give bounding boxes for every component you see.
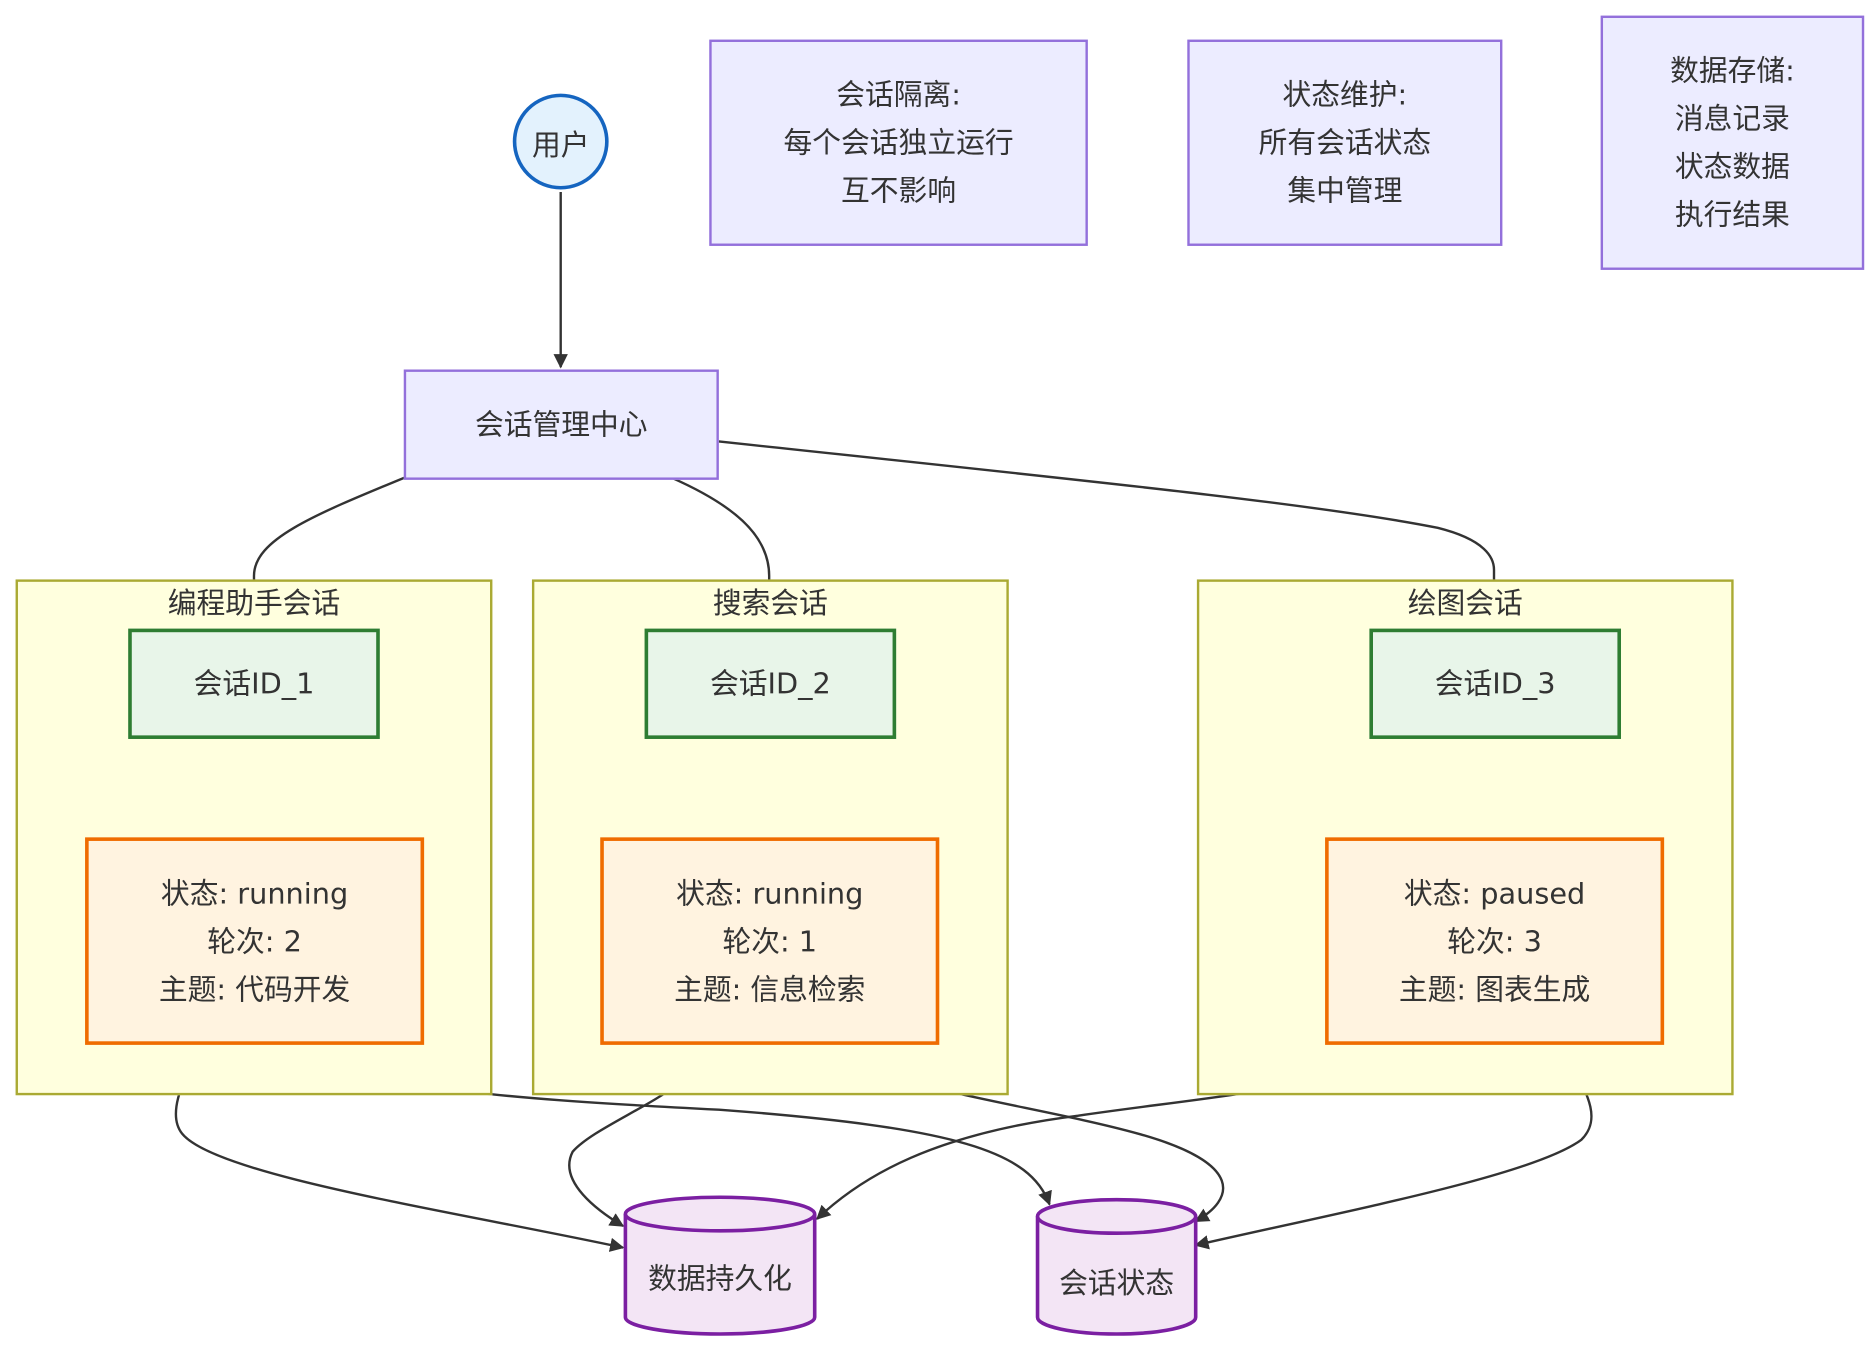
note-line: 执行结果 <box>1674 197 1790 232</box>
note-line: 状态数据 <box>1674 149 1790 184</box>
session-management-hub: 会话管理中心 <box>403 369 719 480</box>
note-session-isolation: 会话隔离: 每个会话独立运行 互不影响 <box>709 39 1088 246</box>
hub-label: 会话管理中心 <box>475 407 648 442</box>
state-line: 状态: paused <box>1403 876 1586 910</box>
session-id-node: 会话ID_3 <box>1369 628 1622 739</box>
database-persistence: 数据持久化 <box>623 1192 817 1338</box>
state-line: 状态: running <box>160 876 349 910</box>
session-state-node: 状态: paused 轮次: 3 主题: 图表生成 <box>1325 837 1665 1045</box>
session-id-label: 会话ID_2 <box>709 666 831 701</box>
edge-hub-session2 <box>670 476 777 628</box>
database-label: 数据持久化 <box>648 1262 792 1296</box>
round-line: 轮次: 3 <box>1447 924 1542 958</box>
note-line: 集中管理 <box>1287 173 1403 208</box>
cluster-title: 绘图会话 <box>1407 586 1523 621</box>
cylinder-icon <box>1035 1197 1198 1336</box>
cylinder-icon <box>623 1195 817 1336</box>
user-node: 用户 <box>512 93 609 190</box>
topic-line: 主题: 图表生成 <box>1398 972 1591 1006</box>
note-line: 所有会话状态 <box>1258 125 1432 160</box>
note-state-maintenance: 状态维护: 所有会话状态 集中管理 <box>1187 39 1503 246</box>
note-line: 消息记录 <box>1674 101 1790 136</box>
note-data-storage: 数据存储: 消息记录 状态数据 执行结果 <box>1600 15 1865 270</box>
user-label: 用户 <box>531 127 590 162</box>
edge-hub-session3 <box>718 440 1502 628</box>
note-line: 状态维护: <box>1282 77 1408 112</box>
session-id-node: 会话ID_2 <box>644 628 897 739</box>
session-id-node: 会话ID_1 <box>128 628 380 739</box>
session-state-node: 状态: running 轮次: 2 主题: 代码开发 <box>85 837 425 1045</box>
note-line: 每个会话独立运行 <box>783 125 1014 160</box>
round-line: 轮次: 2 <box>207 924 302 958</box>
note-line: 数据存储: <box>1670 53 1795 88</box>
edge-hub-session1 <box>246 476 406 628</box>
database-session-state: 会话状态 <box>1035 1195 1198 1339</box>
state-line: 状态: running <box>676 876 864 910</box>
topic-line: 主题: 代码开发 <box>158 972 351 1006</box>
database-label: 会话状态 <box>1059 1266 1175 1301</box>
round-line: 轮次: 1 <box>722 924 818 958</box>
session-state-node: 状态: running 轮次: 1 主题: 信息检索 <box>600 837 940 1045</box>
cluster-title: 搜索会话 <box>712 586 828 621</box>
topic-line: 主题: 信息检索 <box>674 972 866 1006</box>
cluster-title: 编程助手会话 <box>167 586 341 621</box>
note-line: 会话隔离: <box>836 77 961 112</box>
session-id-label: 会话ID_1 <box>193 666 315 701</box>
session-id-label: 会话ID_3 <box>1434 666 1556 701</box>
note-line: 互不影响 <box>841 173 957 208</box>
